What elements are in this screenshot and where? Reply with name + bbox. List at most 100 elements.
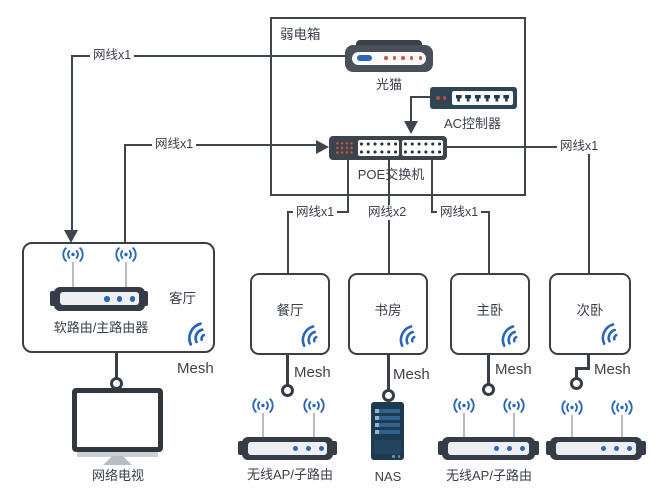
- router-indicator-dots: [494, 445, 525, 451]
- connector-node: [281, 384, 294, 397]
- wifi-antenna-icon: [609, 399, 635, 416]
- cable-label: 网线x1: [437, 205, 482, 220]
- nas-drive-bay: [375, 430, 400, 434]
- switch-port-bank: [402, 140, 443, 156]
- cable-ac-v: [410, 96, 412, 123]
- ap-router-device: [438, 437, 539, 460]
- switch-port-bank: [358, 140, 399, 156]
- mesh-wifi-icon: [592, 317, 626, 352]
- antenna-stem: [72, 262, 74, 288]
- nas-lower-panel: [374, 440, 401, 454]
- antenna-stem: [621, 415, 623, 437]
- second-mesh-line-v1: [587, 355, 590, 370]
- cable-label: 网线x2: [365, 205, 410, 220]
- mesh-label: Mesh: [294, 364, 331, 381]
- connector-node: [110, 377, 123, 390]
- router-indicator-dots: [601, 445, 632, 451]
- rj45-port-icon: [493, 94, 500, 102]
- main-router-device: [50, 287, 148, 311]
- cable-to-second-bedroom-v: [588, 146, 590, 273]
- mesh-label: Mesh: [495, 361, 532, 378]
- antenna-stem: [513, 413, 515, 437]
- room-label: 书房: [374, 303, 402, 318]
- mesh-label: Mesh: [393, 366, 430, 383]
- modem-indicator-dots: [384, 56, 422, 60]
- tv-device: [72, 388, 163, 465]
- tv-stand: [103, 456, 132, 465]
- nas-label: NAS: [374, 469, 402, 484]
- ap-router-label: 无线AP/子路由: [446, 468, 532, 483]
- router-indicator-dots: [293, 445, 324, 451]
- ac-controller-device: [430, 87, 517, 109]
- cable-to-dining-v1: [347, 160, 349, 213]
- wifi-antenna-icon: [301, 397, 327, 414]
- poe-switch-label: POE交换机: [357, 167, 425, 182]
- cable-modem-to-router-v: [71, 55, 73, 231]
- nas-device: [371, 402, 404, 460]
- router-indicator-dots: [104, 296, 135, 302]
- study-mesh-line: [387, 355, 390, 391]
- nas-drive-bay: [375, 423, 400, 427]
- optical-modem-device: [345, 40, 433, 73]
- room-box-study: [348, 273, 428, 355]
- room-label: 餐厅: [276, 303, 304, 318]
- rj45-port-icon: [465, 94, 472, 102]
- weak-current-box-label: 弱电箱: [280, 27, 321, 42]
- cable-modem-to-router-h: [72, 55, 345, 57]
- lounge-tv-line: [115, 353, 118, 379]
- second-mesh-line-h: [575, 367, 590, 370]
- room-label: 主卧: [476, 303, 504, 318]
- switch-poe-led-grid: [335, 141, 354, 155]
- cable-to-master-v2: [488, 211, 490, 273]
- weak-current-box: [270, 17, 526, 196]
- poe-switch-device: [329, 136, 447, 160]
- wifi-antenna-icon: [113, 246, 139, 263]
- cable-label: 网线x1: [90, 48, 135, 63]
- connector-node: [382, 389, 395, 402]
- ap-router-label: 无线AP/子路由: [247, 467, 333, 482]
- wifi-antenna-icon: [250, 397, 276, 414]
- mesh-wifi-icon: [178, 316, 215, 354]
- antenna-stem: [125, 262, 127, 288]
- master-mesh-line: [487, 355, 490, 385]
- router-panel: [448, 442, 529, 455]
- arrow-down-icon: [404, 121, 418, 134]
- cable-router-to-switch-v: [124, 145, 126, 242]
- nas-drive-bay: [375, 409, 400, 413]
- rj45-port-icon: [503, 94, 510, 102]
- cable-label: 网线x1: [152, 137, 197, 152]
- rj45-port-icon: [474, 94, 481, 102]
- mesh-wifi-icon: [292, 319, 326, 354]
- rj45-port-icon: [484, 94, 491, 102]
- dining-mesh-line: [286, 355, 289, 386]
- modem-top-cap: [356, 40, 422, 49]
- ap-router-device: [546, 437, 646, 460]
- tv-label: 网络电视: [91, 468, 144, 483]
- nas-drive-bay: [375, 416, 400, 420]
- cable-label: 网线x1: [293, 205, 338, 220]
- wifi-antenna-icon: [559, 399, 585, 416]
- ac-indicator-dots: [436, 96, 446, 100]
- wifi-antenna-icon: [501, 397, 527, 414]
- ap-router-device: [238, 437, 337, 460]
- modem-led: [357, 55, 372, 61]
- cable-router-to-switch-h: [124, 144, 317, 146]
- router-panel: [248, 442, 327, 455]
- modem-label: 光猫: [375, 77, 402, 92]
- connector-node: [570, 377, 583, 390]
- tv-shadow-strip: [77, 452, 158, 457]
- connector-node: [482, 383, 495, 396]
- mesh-wifi-icon: [492, 319, 526, 354]
- antenna-stem: [463, 413, 465, 437]
- second-mesh-line-v2: [575, 367, 578, 379]
- room-box-dining: [250, 273, 330, 355]
- cable-label: 网线x1: [557, 139, 602, 154]
- wifi-antenna-icon: [60, 246, 86, 263]
- arrow-right-icon: [316, 140, 329, 154]
- router-panel: [556, 442, 636, 455]
- rj45-port-icon: [455, 94, 462, 102]
- wifi-antenna-icon: [451, 397, 477, 414]
- arrow-down-icon: [64, 230, 78, 243]
- nas-indicator-dots: [392, 455, 400, 458]
- cable-to-master-v1: [431, 160, 433, 213]
